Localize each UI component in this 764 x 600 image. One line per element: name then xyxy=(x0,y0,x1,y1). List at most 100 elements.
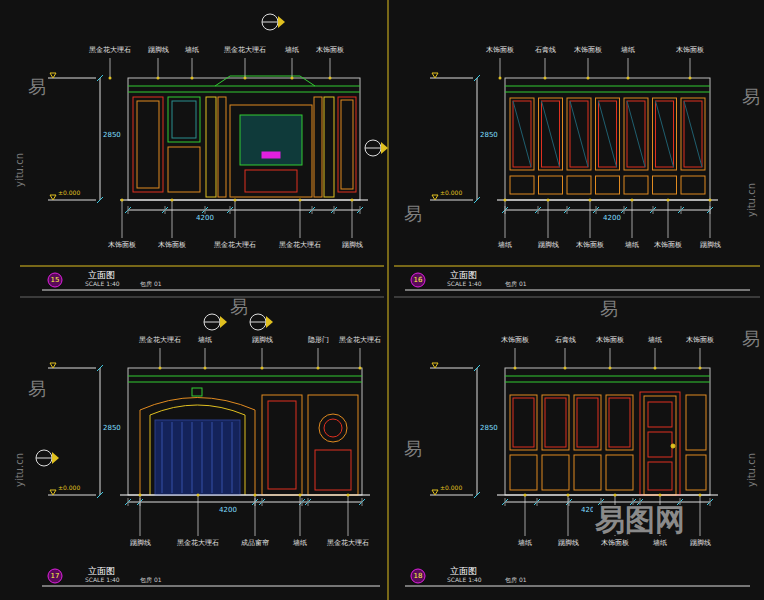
line-work xyxy=(120,200,368,201)
line-work xyxy=(650,207,656,213)
line-work xyxy=(318,348,319,368)
line-work xyxy=(300,495,301,536)
line-work xyxy=(158,58,159,78)
panel-outline xyxy=(653,176,677,194)
leader-dot xyxy=(291,77,294,80)
leader-dot xyxy=(504,199,507,202)
round-ornament xyxy=(324,419,342,437)
callout-text: 黑金花大理石 xyxy=(213,242,257,249)
line-work xyxy=(710,200,711,238)
line-work xyxy=(477,368,478,495)
panel-outline xyxy=(567,98,591,170)
leader-dot xyxy=(699,494,702,497)
line-work xyxy=(505,498,506,506)
panel-outline xyxy=(513,101,531,167)
leader-dot xyxy=(567,494,570,497)
line-work xyxy=(700,495,701,536)
line-work xyxy=(588,58,589,78)
line-work xyxy=(262,348,263,368)
panel-outline xyxy=(681,176,705,194)
leader-dot xyxy=(709,199,712,202)
line-work xyxy=(204,322,220,323)
panel-outline xyxy=(627,101,645,167)
panel-outline xyxy=(609,398,630,447)
view-note: SCALE 1:40 xyxy=(85,281,120,287)
callout-text: 黑金花大理石 xyxy=(88,47,132,54)
panel-outline xyxy=(314,97,322,197)
watermark: 易 xyxy=(404,440,422,458)
panel-outline xyxy=(218,97,226,197)
panel-outline xyxy=(128,368,362,495)
line-work xyxy=(505,86,710,87)
view-note: 包房 01 xyxy=(140,577,162,583)
line-work xyxy=(513,101,531,167)
panel-outline xyxy=(505,368,710,495)
leader-dot xyxy=(109,77,112,80)
line-work xyxy=(477,78,478,200)
panel-outline xyxy=(606,455,633,490)
line-work xyxy=(684,101,702,167)
panel-outline xyxy=(168,147,200,192)
line-work xyxy=(690,58,691,78)
callout-text: 木饰面板 xyxy=(600,540,630,547)
leader-dot xyxy=(299,494,302,497)
leader-dot xyxy=(589,199,592,202)
watermark: yitu.cn xyxy=(747,453,757,487)
panel-outline xyxy=(624,98,648,170)
callout-text: 墙纸 xyxy=(184,47,200,54)
line-work xyxy=(97,365,103,371)
panel-outline xyxy=(192,388,202,396)
line-work xyxy=(330,58,331,78)
panel-outline xyxy=(542,455,569,490)
view-title: 立面图 xyxy=(450,271,477,280)
line-work xyxy=(653,206,654,214)
panel-outline xyxy=(681,98,705,170)
view-note: 包房 01 xyxy=(140,281,162,287)
watermark: yitu.cn xyxy=(15,153,25,187)
leader-dot xyxy=(564,367,567,370)
callout-text: 石膏线 xyxy=(534,47,557,54)
line-work xyxy=(394,266,760,267)
view-number: 16 xyxy=(410,272,426,284)
view-number: 15 xyxy=(47,272,63,284)
panel-outline xyxy=(648,462,672,490)
callout-text: 木饰面板 xyxy=(653,242,683,249)
line-work xyxy=(232,422,233,493)
line-work xyxy=(36,458,52,459)
leader-dot xyxy=(359,367,362,370)
callout-text: 踢脚线 xyxy=(699,242,722,249)
line-work xyxy=(192,58,193,78)
panel-outline xyxy=(567,176,591,194)
line-work xyxy=(497,200,718,201)
dimension-text: 2850 xyxy=(103,132,121,139)
panel-outline xyxy=(653,98,677,170)
panel-outline xyxy=(648,402,672,427)
callout-text: 木饰面板 xyxy=(157,242,187,249)
line-work xyxy=(125,499,131,505)
level-mark xyxy=(432,363,438,368)
line-work xyxy=(500,58,501,78)
watermark: 易 xyxy=(28,78,46,96)
callout-text: 木饰面板 xyxy=(500,337,530,344)
round-ornament xyxy=(262,14,278,30)
view-note: 包房 01 xyxy=(505,281,527,287)
line-work xyxy=(125,207,131,213)
line-work xyxy=(128,382,362,383)
panel-outline xyxy=(324,97,334,197)
callout-text: 墙纸 xyxy=(647,337,663,344)
panel-outline xyxy=(128,78,360,200)
line-work xyxy=(569,498,570,506)
view-number: 17 xyxy=(47,568,63,580)
line-work xyxy=(505,92,710,93)
panel-outline xyxy=(315,450,351,490)
line-work xyxy=(610,348,611,368)
level-mark xyxy=(50,195,56,200)
callout-text: 踢脚线 xyxy=(341,242,364,249)
callout-text: 木饰面板 xyxy=(575,242,605,249)
line-work xyxy=(205,206,206,214)
line-work xyxy=(534,499,540,505)
view-note: SCALE 1:40 xyxy=(447,281,482,287)
line-work xyxy=(596,206,597,214)
line-work xyxy=(300,200,301,238)
